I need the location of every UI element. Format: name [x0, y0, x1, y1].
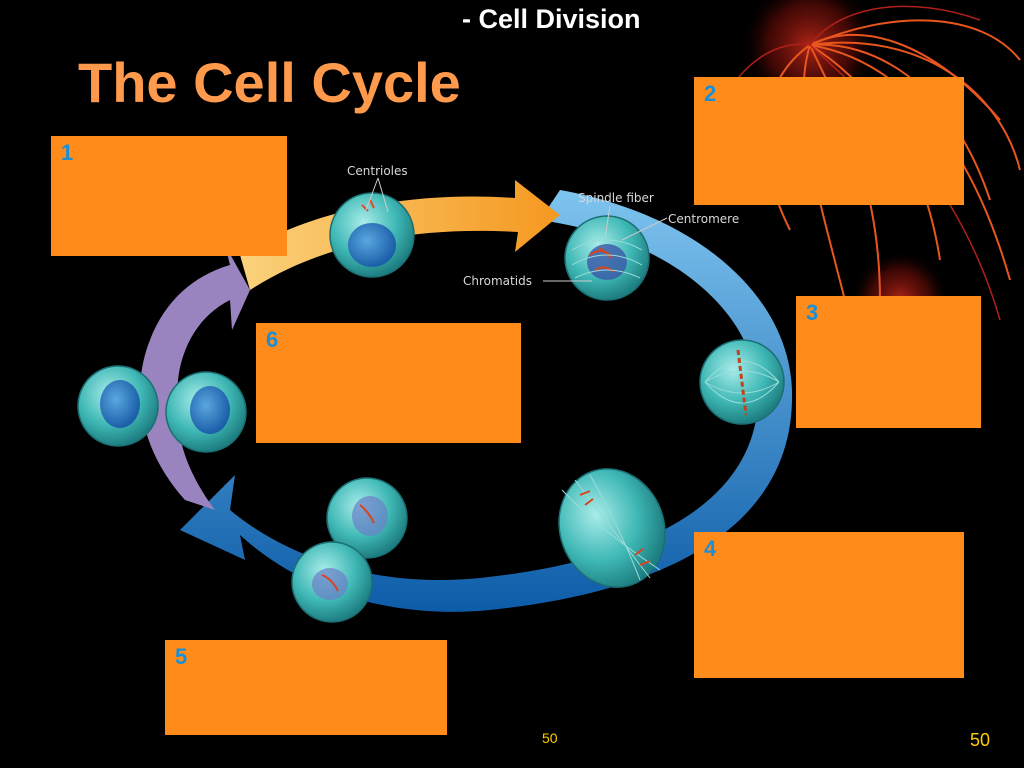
label-box-2[interactable]: 2: [694, 77, 964, 205]
cell-anaphase: [558, 468, 666, 588]
slide-title: The Cell Cycle: [78, 51, 461, 114]
label-box-4[interactable]: 4: [694, 532, 964, 678]
label-box-5[interactable]: 5: [165, 640, 447, 735]
chromatids-label: Chromatids: [463, 274, 532, 288]
daughter-cells: [77, 365, 247, 453]
label-box-number: 2: [704, 81, 717, 106]
label-box-1[interactable]: 1: [51, 136, 287, 256]
centromere-label: Centromere: [668, 212, 739, 226]
page-number-right: 50: [970, 730, 991, 750]
label-box-6[interactable]: 6: [256, 323, 521, 443]
label-box-3[interactable]: 3: [796, 296, 981, 428]
label-pointer-lines: [365, 177, 668, 282]
label-box-number: 3: [806, 300, 819, 325]
page-number-center: 50: [542, 730, 558, 746]
cell-metaphase: [699, 339, 785, 425]
centrioles-label: Centrioles: [347, 164, 408, 178]
label-box-number: 6: [266, 327, 279, 352]
cell-interphase: [329, 192, 415, 278]
slide-subtitle: - Cell Division: [462, 4, 641, 34]
label-box-number: 1: [61, 140, 74, 165]
cell-telophase: [291, 477, 408, 623]
purple-cycle-arrow: [140, 245, 250, 510]
label-box-number: 4: [704, 536, 717, 561]
spindle-fiber-label: Spindle fiber: [578, 191, 654, 205]
cell-prophase: [564, 215, 650, 301]
label-box-number: 5: [175, 644, 188, 669]
